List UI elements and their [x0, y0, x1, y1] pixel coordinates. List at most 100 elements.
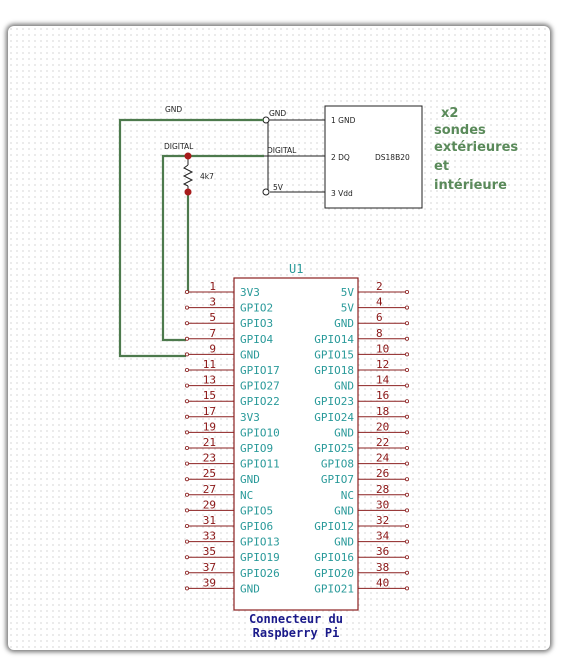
pin-number: 15 [203, 389, 216, 402]
pin-end [184, 336, 189, 341]
pin-end [184, 305, 189, 310]
pin-right-12: 12 GPIO18 [314, 358, 409, 377]
pin-end [184, 399, 189, 404]
pin-left-3: 3 GPIO2 [184, 296, 273, 315]
flag-label-5v: 5V [273, 183, 284, 192]
pin-name: GPIO18 [314, 364, 354, 377]
pin-end [404, 430, 409, 435]
pin-end [404, 336, 409, 341]
footer-line-1: Connecteur du [249, 612, 343, 626]
pin-end [184, 555, 189, 560]
note-line-1: x2 [441, 106, 458, 121]
connector-body [233, 277, 359, 611]
pin-number: 34 [376, 530, 390, 543]
pin-name: GPIO6 [240, 520, 273, 533]
pin-name: GND [240, 582, 260, 595]
pin-end [404, 461, 409, 466]
pin-name: 3V3 [240, 411, 260, 424]
pin-name: GPIO22 [240, 395, 280, 408]
pin-number: 2 [376, 280, 383, 293]
pin-name: GPIO15 [314, 348, 354, 361]
pin-number: 24 [376, 452, 390, 465]
pin-right-6: 6 GND [334, 311, 409, 330]
pin-number: 23 [203, 452, 216, 465]
pin-number: 1 [209, 280, 216, 293]
pin-number: 25 [203, 467, 216, 480]
pin-end [184, 289, 189, 294]
pin-number: 28 [376, 483, 389, 496]
note-line-3: extérieures [434, 140, 518, 155]
pin-name: GPIO17 [240, 364, 280, 377]
pin-number: 21 [203, 436, 216, 449]
pin-end [404, 570, 409, 575]
pin-end [184, 508, 189, 513]
pin-end [404, 555, 409, 560]
pin-end [184, 367, 189, 372]
note-line-5: intérieure [434, 178, 507, 193]
digital-wire [161, 154, 188, 342]
pin-end [404, 352, 409, 357]
pin-name: GND [240, 348, 260, 361]
footer-line-2: Raspberry Pi [253, 626, 340, 640]
pin-name: GND [334, 317, 354, 330]
5v-flag [262, 188, 270, 196]
net-label-gnd: GND [165, 105, 182, 114]
pin-end [404, 383, 409, 388]
pin-number: 26 [376, 467, 389, 480]
3v3-wire [186, 192, 190, 294]
pin-right-24: 24 GPIO8 [321, 452, 409, 471]
pin-left-15: 15 GPIO22 [184, 389, 280, 408]
pin-name: GPIO8 [321, 458, 354, 471]
pin-name: GPIO10 [240, 426, 280, 439]
chip-pin-1: 1 GND [331, 116, 356, 125]
pin-name: GPIO2 [240, 302, 273, 315]
pin-number: 8 [376, 327, 383, 340]
pin-end [404, 367, 409, 372]
pin-number: 6 [376, 311, 383, 324]
pin-name: GND [334, 504, 354, 517]
pin-number: 19 [203, 420, 216, 433]
pin-end [184, 445, 189, 450]
pin-end [404, 399, 409, 404]
pin-end [184, 524, 189, 529]
note-line-2: sondes [434, 123, 486, 138]
pin-number: 7 [209, 327, 216, 340]
chip-pin-3: 3 Vdd [331, 189, 353, 198]
pin-end [184, 539, 189, 544]
pin-end [404, 492, 409, 497]
pin-number: 9 [209, 342, 216, 355]
pin-left-9: 9 GND [184, 342, 260, 361]
pin-name: GPIO20 [314, 567, 354, 580]
pin-name: GPIO19 [240, 551, 280, 564]
pin-name: GPIO16 [314, 551, 354, 564]
pin-name: GPIO12 [314, 520, 354, 533]
pin-name: GPIO5 [240, 504, 273, 517]
pin-number: 3 [209, 296, 216, 309]
pin-number: 38 [376, 561, 389, 574]
flag-label-digital: DIGITAL [267, 146, 297, 155]
pin-name: 3V3 [240, 286, 260, 299]
pin-number: 13 [203, 374, 216, 387]
pin-name: GND [334, 380, 354, 393]
pin-number: 12 [376, 358, 389, 371]
chip-pin-2: 2 DQ [331, 153, 350, 162]
pin-end [184, 321, 189, 326]
